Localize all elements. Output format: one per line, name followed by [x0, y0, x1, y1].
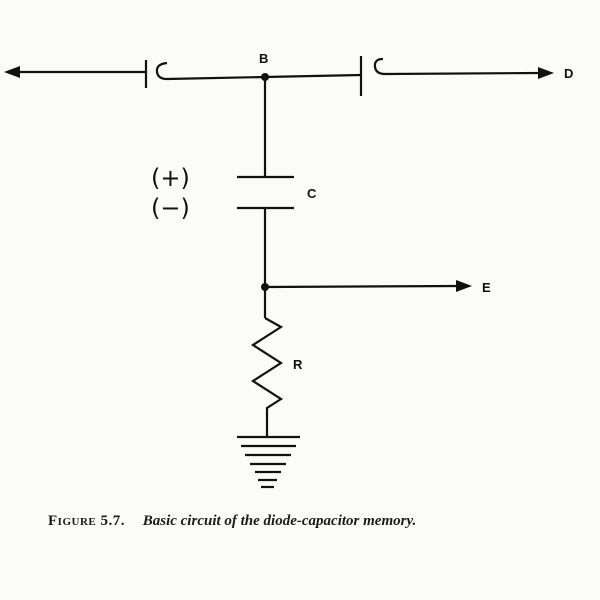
polarity-plus: (+): [151, 164, 190, 192]
figure-caption: Figure 5.7. Basic circuit of the diode-c…: [48, 513, 416, 530]
wire-B-to-right-diode: [264, 73, 362, 79]
label-D: D: [564, 66, 573, 81]
wire-to-D: [384, 71, 541, 76]
arrow-D-icon: [538, 67, 554, 79]
arrow-E-icon: [456, 280, 472, 292]
label-E: E: [482, 280, 491, 295]
label-B: B: [259, 51, 268, 66]
wire-left-diode-to-B: [166, 75, 266, 81]
node-E-junction-dot: [261, 283, 269, 291]
figure-caption-text: Basic circuit of the diode-capacitor mem…: [142, 513, 417, 529]
node-B-dot: [261, 73, 269, 81]
label-R: R: [293, 357, 303, 372]
right-diode-curve: [373, 57, 386, 76]
left-arrow-icon: [4, 66, 20, 78]
polarity-minus: (−): [151, 194, 190, 222]
resistor-R: [250, 317, 284, 436]
label-C: C: [307, 186, 317, 201]
wire-to-E: [264, 284, 461, 289]
left-diode-curve: [155, 61, 168, 81]
figure-number: Figure 5.7.: [48, 513, 125, 529]
